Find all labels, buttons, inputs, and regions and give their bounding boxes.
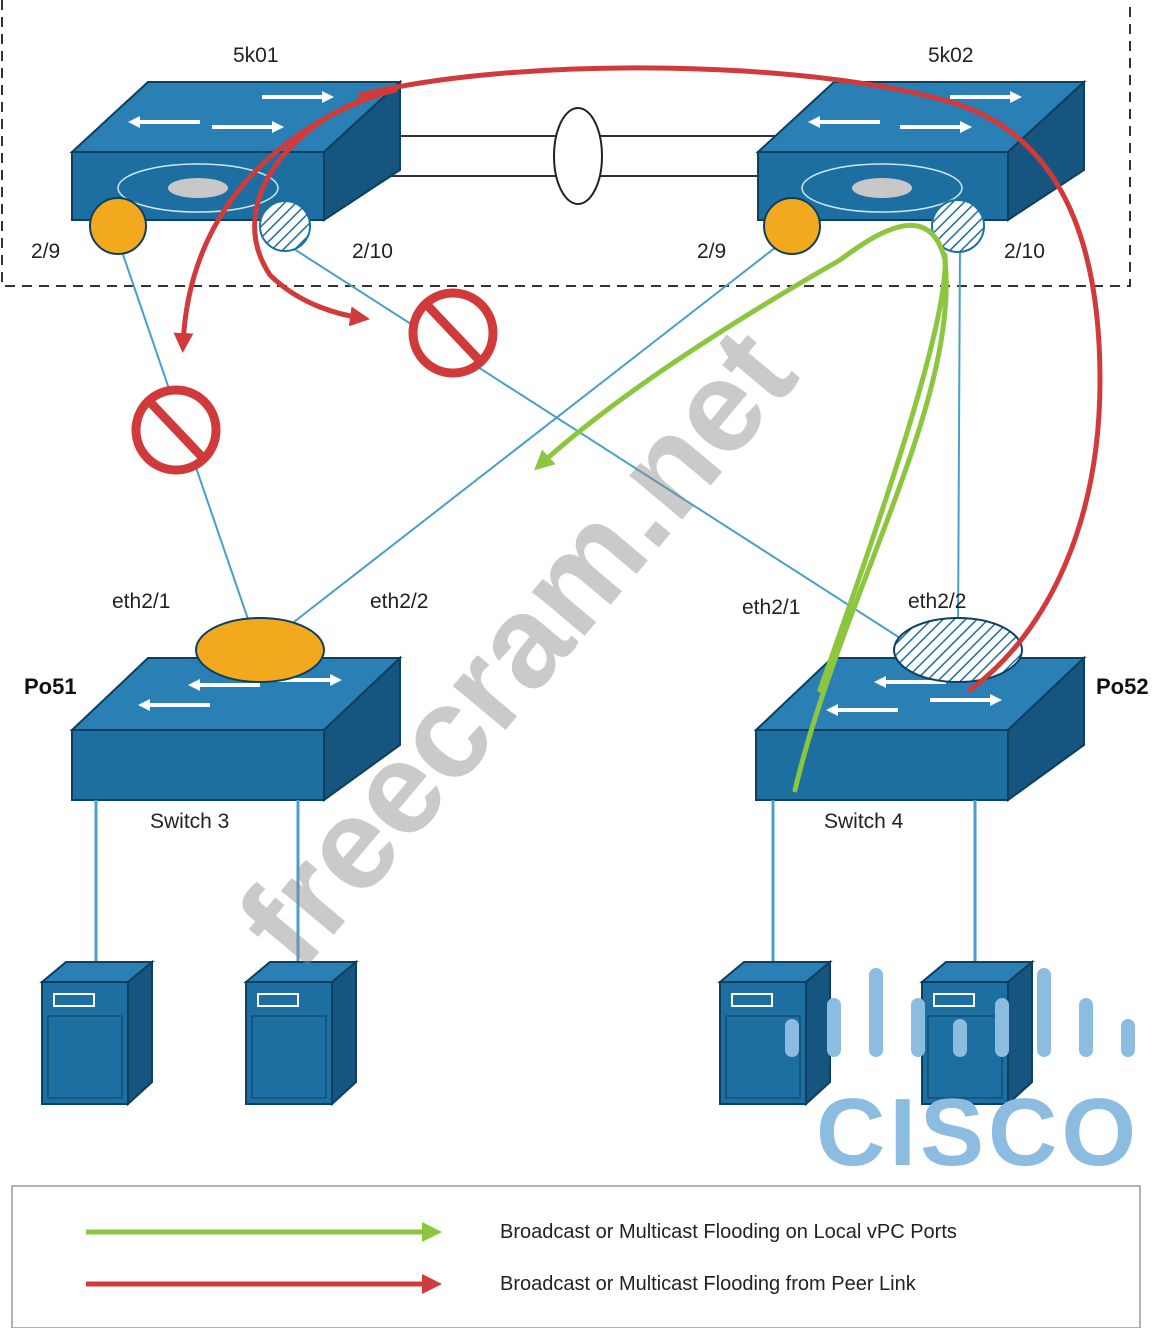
peer-link xyxy=(380,107,780,205)
port-label: 2/9 xyxy=(31,240,60,263)
port-label: 2/10 xyxy=(1004,240,1045,263)
server xyxy=(243,959,359,1107)
po51-bundle xyxy=(195,617,325,683)
vpc-domain-box xyxy=(1,0,1131,287)
svg-text:CISCO: CISCO xyxy=(816,1079,1140,1186)
port-2-9-orange xyxy=(89,197,147,255)
port-2-9-orange xyxy=(763,197,821,255)
blocked-symbol xyxy=(131,385,221,475)
port-channel-label: Po52 xyxy=(1096,674,1149,699)
switch-3 xyxy=(69,617,403,802)
switch-name: Switch 4 xyxy=(824,810,904,833)
po52-bundle xyxy=(893,617,1023,683)
port-2-10-hatched xyxy=(259,200,311,252)
peer-link-flood-paths xyxy=(173,65,1103,693)
switch-name: Switch 3 xyxy=(150,810,229,833)
port-label: eth2/2 xyxy=(370,590,428,613)
local-vpc-flood-paths xyxy=(534,222,949,793)
blocked-symbol xyxy=(408,288,498,378)
port-channel-label: Po51 xyxy=(24,674,77,699)
switch-name: 5k01 xyxy=(233,44,279,67)
port-label: 2/9 xyxy=(697,240,726,263)
port-label: eth2/2 xyxy=(908,590,966,613)
server xyxy=(717,959,833,1107)
legend-label: Broadcast or Multicast Flooding on Local… xyxy=(500,1221,957,1243)
switch-5k02 xyxy=(755,79,1087,255)
server xyxy=(39,959,155,1107)
server-links xyxy=(94,800,977,962)
port-label: eth2/1 xyxy=(112,590,170,613)
switch-4 xyxy=(753,617,1087,802)
switch-name: 5k02 xyxy=(928,44,974,67)
port-label: eth2/1 xyxy=(742,596,800,619)
cisco-logo: CISCO xyxy=(785,968,1140,1186)
port-2-10-hatched xyxy=(931,199,985,253)
legend-label: Broadcast or Multicast Flooding from Pee… xyxy=(500,1273,917,1295)
port-label: 2/10 xyxy=(352,240,393,263)
legend: Broadcast or Multicast Flooding on Local… xyxy=(11,1185,1141,1328)
switch-5k01 xyxy=(69,79,403,255)
